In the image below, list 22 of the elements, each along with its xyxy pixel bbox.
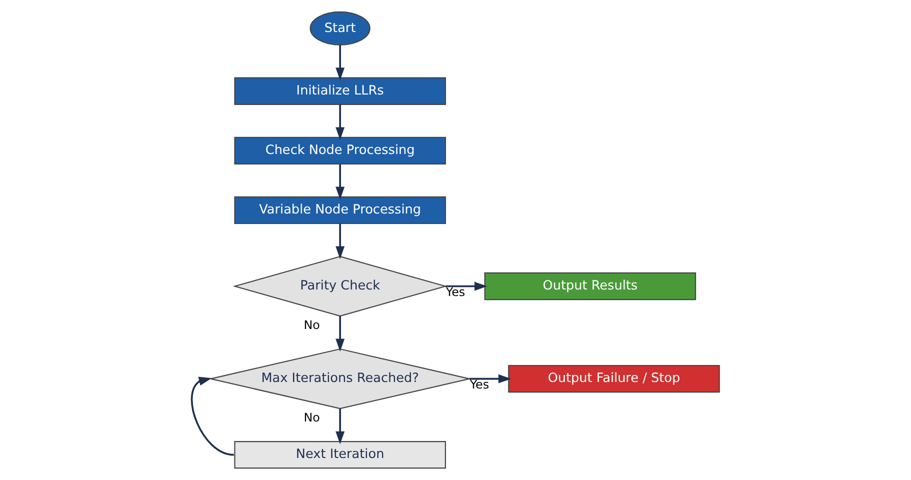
arrow — [336, 316, 345, 352]
arrow — [336, 408, 345, 444]
node-box: Check Node Processing — [234, 136, 446, 165]
edge-label: Yes — [446, 284, 466, 299]
node-ellipse: Start — [310, 11, 370, 46]
node-box: Initialize LLRs — [234, 77, 446, 105]
arrow — [336, 164, 345, 200]
edge-label: No — [304, 410, 320, 425]
node-box: Variable Node Processing — [234, 196, 446, 224]
node-diamond: Max Iterations Reached? — [210, 348, 470, 410]
edge-label: Yes — [470, 377, 490, 392]
arrow — [190, 376, 234, 456]
node-diamond: Parity Check — [232, 256, 448, 317]
arrow — [336, 45, 345, 80]
arrow — [336, 224, 345, 260]
arrow — [446, 282, 488, 291]
node-box: Next Iteration — [234, 440, 446, 469]
arrow — [336, 104, 345, 140]
node-box: Output Failure / Stop — [508, 364, 720, 393]
arrow — [470, 374, 512, 384]
node-box: Output Results — [484, 272, 696, 300]
edge-label: No — [304, 318, 320, 332]
